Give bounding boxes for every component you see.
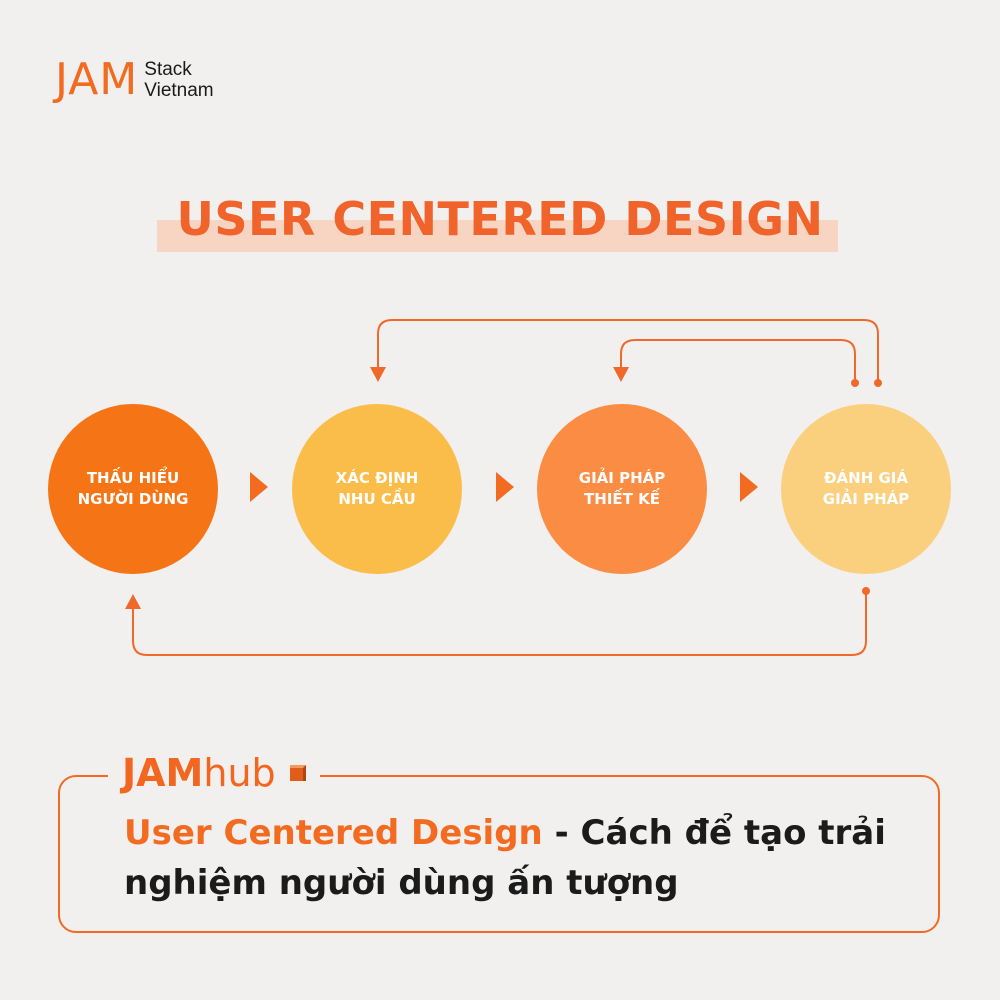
headline-highlight: User Centered Design [124,813,543,853]
arrow-down-icon [370,367,386,382]
article-headline: User Centered Design - Cách để tạo trải … [124,808,924,908]
step-label-line2: NHU CẦU [338,490,416,508]
logo-subtitle-line1: Stack [144,59,192,80]
headline-rest: - Cách để tạo trải nghiệm người dùng ấn … [124,813,886,903]
loop-evaluate-to-understand-connector [132,592,867,656]
connector-dot [862,587,870,595]
arrow-right-icon [250,472,268,502]
title-highlight [157,220,838,252]
jamhub-bold-text: JAM [122,751,204,795]
connector-dot [851,379,859,387]
logo-jam-text: JAM [55,54,139,105]
arrow-right-icon [740,472,758,502]
step-label-line1: GIẢI PHÁP [578,469,666,487]
jamhub-light-text: hub [203,751,276,795]
title-block: USER CENTERED DESIGN [0,188,1000,258]
arrow-right-icon [496,472,514,502]
headline-frame [58,775,940,933]
step-label-line1: ĐÁNH GIÁ [823,469,908,487]
connector-dot [874,379,882,387]
jamhub-logo: JAM hub [108,748,320,798]
arrow-up-icon [125,594,141,609]
logo-subtitle: Stack Vietnam [144,59,213,101]
step-design-solution: GIẢI PHÁP THIẾT KẾ [537,404,707,574]
step-label-line1: THẤU HIỂU [86,469,180,487]
step-evaluate-solution: ĐÁNH GIÁ GIẢI PHÁP [781,404,951,574]
step-label-line2: THIẾT KẾ [584,490,660,508]
brand-logo: JAM Stack Vietnam [55,58,214,102]
step-label-line2: GIẢI PHÁP [822,490,910,508]
step-label-line1: XÁC ĐỊNH [335,469,419,487]
logo-subtitle-line2: Vietnam [144,80,214,101]
step-label-line2: NGƯỜI DÙNG [77,490,189,508]
step-understand-users: THẤU HIỂU NGƯỜI DÙNG [48,404,218,574]
loop-evaluate-to-define-connector [377,319,879,382]
step-define-needs: XÁC ĐỊNH NHU CẦU [292,404,462,574]
page-title: USER CENTERED DESIGN [176,192,824,246]
loop-evaluate-to-design-connector [620,339,856,382]
arrow-down-icon [613,367,629,382]
cube-icon [289,765,306,781]
